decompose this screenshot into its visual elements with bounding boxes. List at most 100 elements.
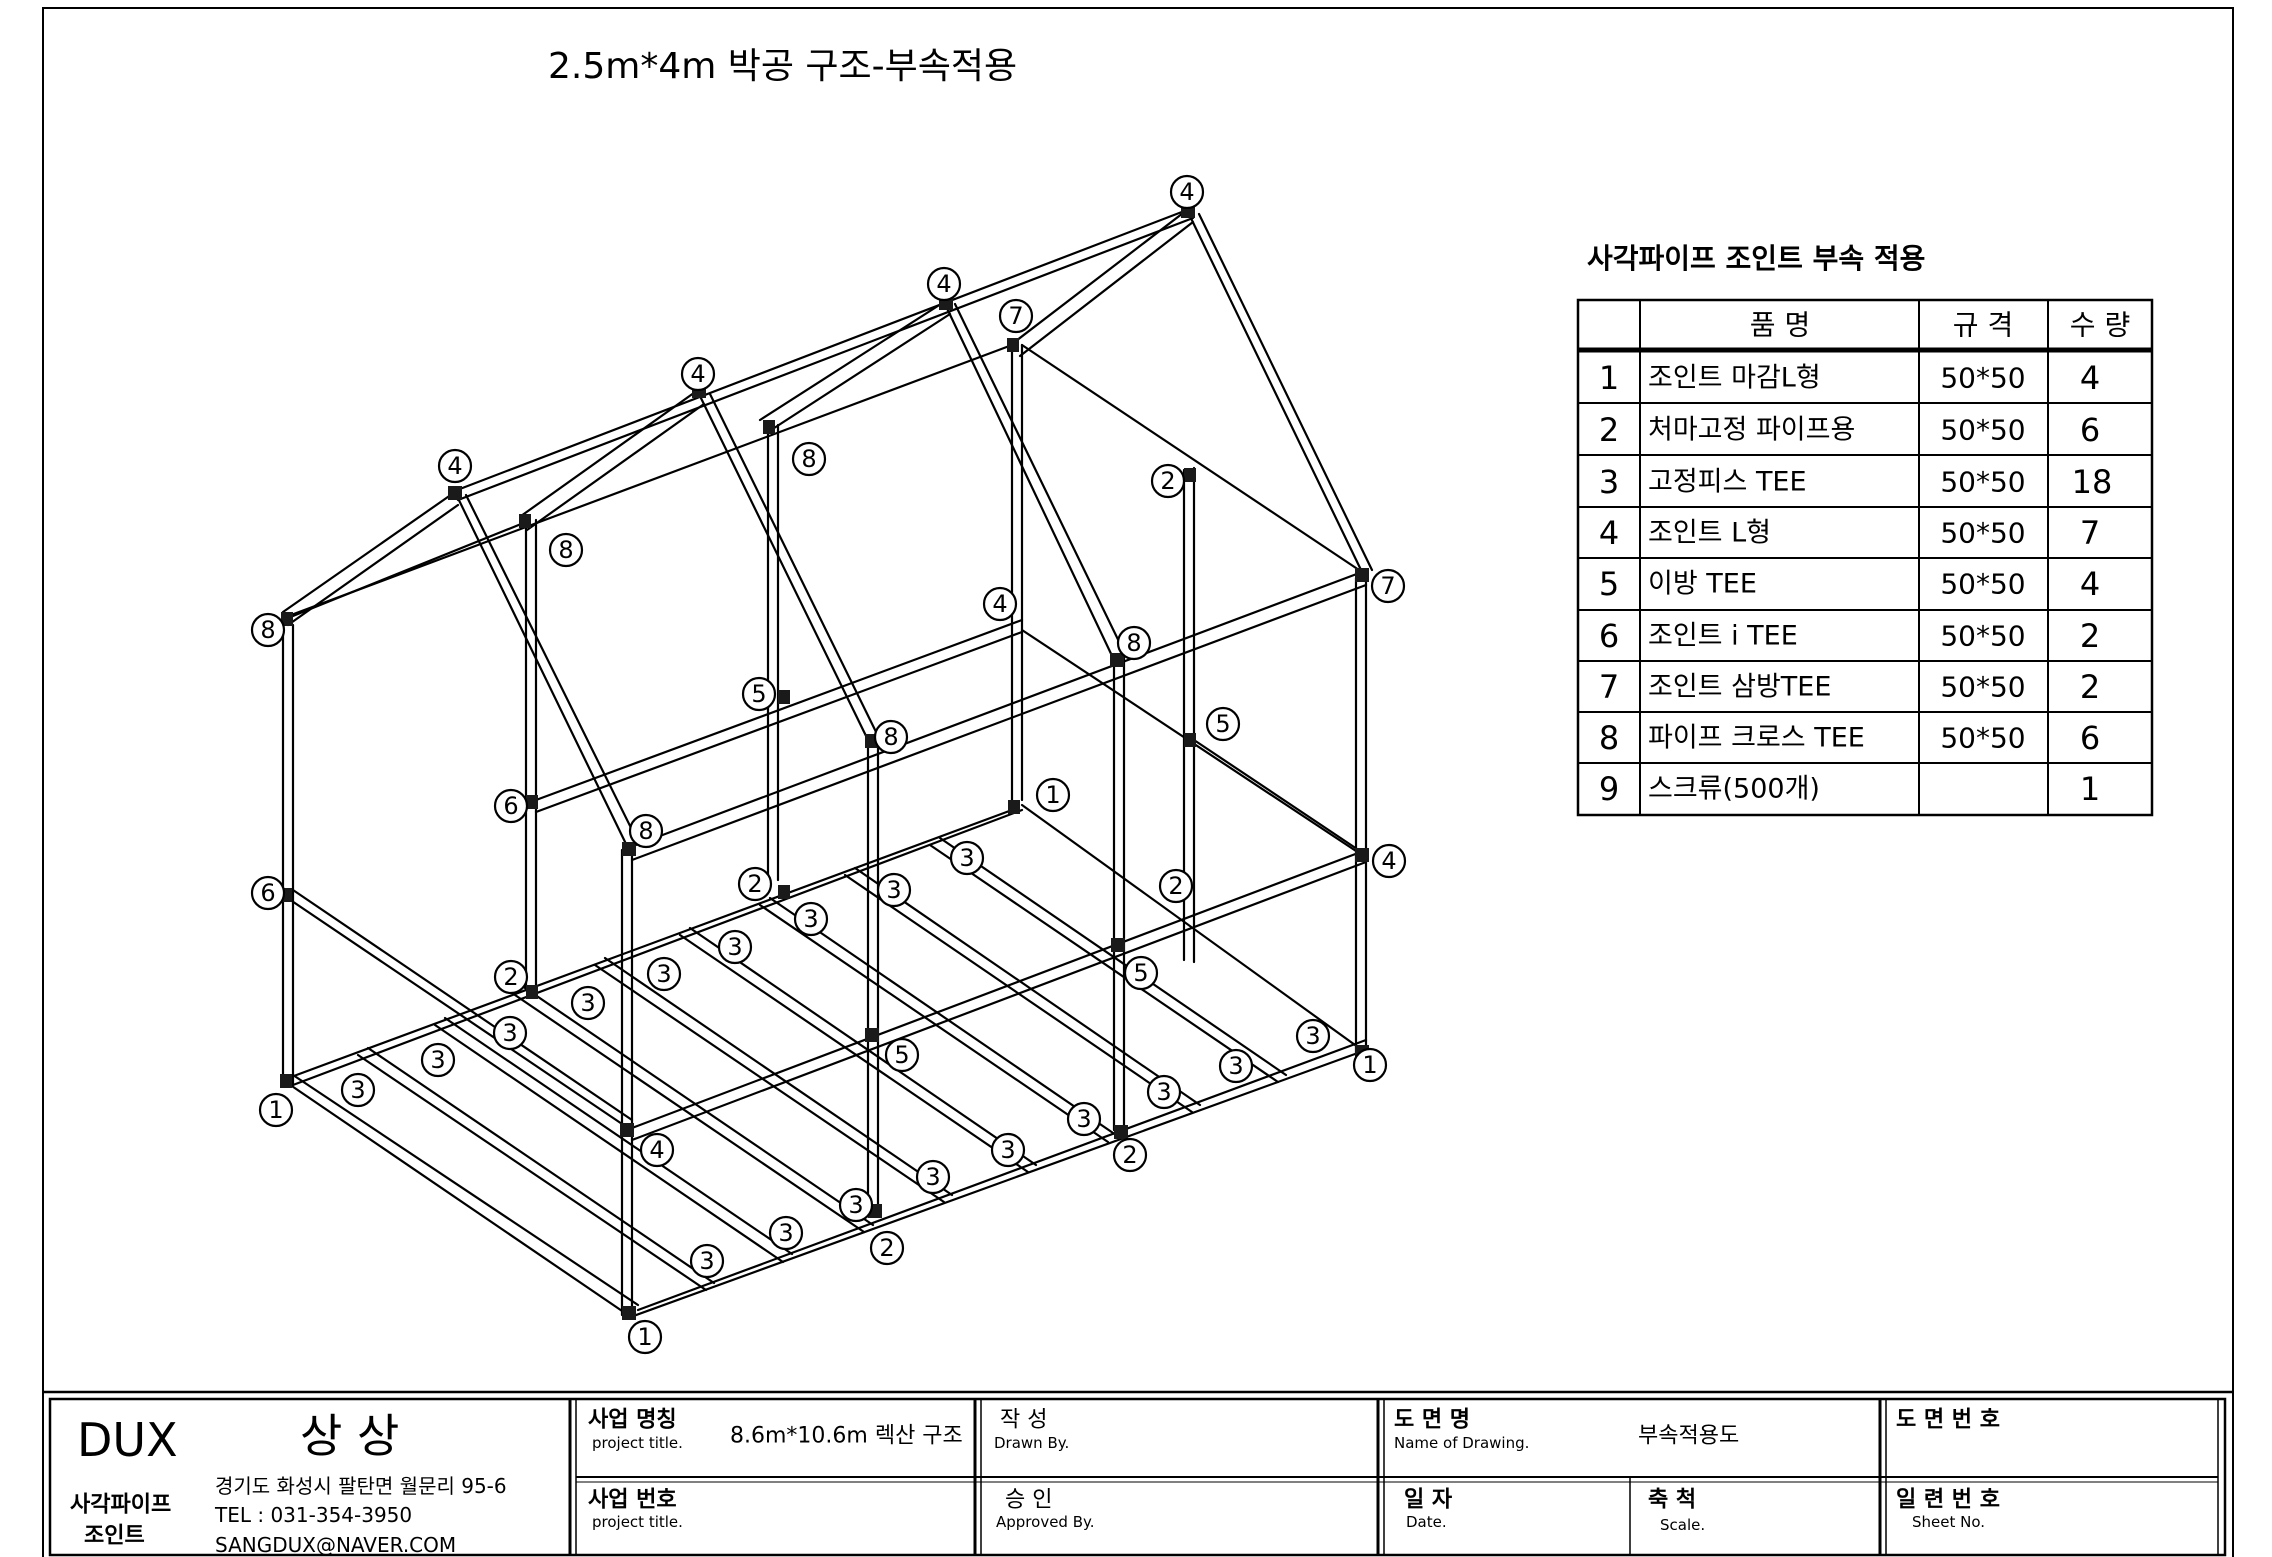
table-row: 6 조인트 i TEE 50*50 2 xyxy=(1599,617,2100,655)
table-row: 3 고정피스 TEE 50*50 18 xyxy=(1599,463,2113,501)
callout-6: 6 xyxy=(493,788,529,824)
callout-6: 6 xyxy=(250,875,286,911)
callout-4: 4 xyxy=(1169,174,1205,210)
callout-1: 1 xyxy=(1352,1047,1388,1083)
callout-3: 3 xyxy=(717,929,753,965)
svg-text:1: 1 xyxy=(2080,770,2100,808)
svg-text:3: 3 xyxy=(959,844,974,872)
callout-3: 3 xyxy=(876,872,912,908)
svg-text:4: 4 xyxy=(2080,359,2100,397)
callout-5: 5 xyxy=(741,676,777,712)
project-name-label: 사업 명칭 xyxy=(588,1408,677,1433)
date-eng: Date. xyxy=(1406,1513,1447,1531)
header-qty: 수 량 xyxy=(2070,309,2130,342)
callout-4: 4 xyxy=(982,586,1018,622)
company-name: DUX xyxy=(77,1413,178,1467)
table-row: 1 조인트 마감L형 50*50 4 xyxy=(1599,359,2100,397)
svg-text:3: 3 xyxy=(350,1076,365,1104)
svg-text:8: 8 xyxy=(801,445,816,473)
callout-3: 3 xyxy=(793,901,829,937)
svg-text:1: 1 xyxy=(1362,1051,1377,1079)
table-row: 4 조인트 L형 50*50 7 xyxy=(1599,514,2100,552)
callout-3: 3 xyxy=(689,1243,725,1279)
svg-text:2: 2 xyxy=(2080,617,2100,655)
svg-text:파이프 크로스 TEE: 파이프 크로스 TEE xyxy=(1648,723,1865,754)
callout-3: 3 xyxy=(492,1015,528,1051)
svg-text:4: 4 xyxy=(1179,178,1194,206)
callout-2: 2 xyxy=(737,866,773,902)
svg-text:2: 2 xyxy=(1122,1141,1137,1169)
svg-text:4: 4 xyxy=(992,590,1007,618)
project-no-label: 사업 번호 xyxy=(588,1488,677,1513)
brand-line1: 사각파이프 xyxy=(70,1493,171,1518)
company-kor: 상 상 xyxy=(300,1409,399,1463)
callout-4: 4 xyxy=(926,266,962,302)
svg-text:50*50: 50*50 xyxy=(1940,722,2025,755)
project-name-value: 8.6m*10.6m 렉산 구조 xyxy=(730,1424,963,1449)
callout-8: 8 xyxy=(791,441,827,477)
table-row: 7 조인트 삼방TEE 50*50 2 xyxy=(1599,668,2100,706)
svg-text:1: 1 xyxy=(268,1096,283,1124)
company-address: 경기도 화성시 팔탄면 월문리 95-6 xyxy=(215,1474,507,1498)
svg-text:스크류(500개): 스크류(500개) xyxy=(1648,774,1820,805)
drawn-eng: Drawn By. xyxy=(994,1434,1069,1452)
callout-1: 1 xyxy=(258,1092,294,1128)
brand-line2: 조인트 xyxy=(84,1524,145,1549)
callout-7: 7 xyxy=(998,298,1034,334)
svg-text:3: 3 xyxy=(656,960,671,988)
svg-text:50*50: 50*50 xyxy=(1940,362,2025,395)
svg-text:3: 3 xyxy=(1228,1052,1243,1080)
svg-text:이방 TEE: 이방 TEE xyxy=(1648,569,1757,600)
svg-text:8: 8 xyxy=(260,616,275,644)
callout-2: 2 xyxy=(869,1230,905,1266)
svg-text:2: 2 xyxy=(1160,467,1175,495)
drawing-name-eng: Name of Drawing. xyxy=(1394,1434,1529,1452)
svg-text:2: 2 xyxy=(503,963,518,991)
svg-text:6: 6 xyxy=(260,879,275,907)
svg-text:6: 6 xyxy=(1599,617,1619,655)
callout-4: 4 xyxy=(639,1132,675,1168)
callout-balloons: 4 4 4 4 7 8 8 8 2 7 4 8 5 8 5 6 8 1 3 4 … xyxy=(250,174,1407,1355)
svg-text:3: 3 xyxy=(1599,463,1619,501)
svg-text:7: 7 xyxy=(2080,514,2100,552)
callout-3: 3 xyxy=(1218,1048,1254,1084)
svg-text:9: 9 xyxy=(1599,770,1619,808)
svg-text:1: 1 xyxy=(1045,781,1060,809)
callout-2: 2 xyxy=(1150,463,1186,499)
svg-text:5: 5 xyxy=(1133,959,1148,987)
callout-4: 4 xyxy=(437,448,473,484)
sheet-no-label: 일 련 번 호 xyxy=(1896,1488,2000,1513)
callout-2: 2 xyxy=(493,959,529,995)
sheet-no-eng: Sheet No. xyxy=(1912,1513,1985,1531)
project-no-eng: project title. xyxy=(592,1513,683,1531)
svg-text:2: 2 xyxy=(2080,668,2100,706)
svg-text:5: 5 xyxy=(751,680,766,708)
svg-text:2: 2 xyxy=(1599,411,1619,449)
project-name-eng: project title. xyxy=(592,1434,683,1452)
svg-text:5: 5 xyxy=(1599,565,1619,603)
drawn-label: 작 성 xyxy=(1000,1408,1047,1433)
drawing-name-label: 도 면 명 xyxy=(1394,1408,1470,1433)
greenhouse-frame-drawing xyxy=(280,204,1374,1320)
header-name: 품 명 xyxy=(1750,309,1810,342)
svg-text:5: 5 xyxy=(894,1041,909,1069)
table-row: 2 처마고정 파이프용 50*50 6 xyxy=(1599,411,2100,449)
callout-3: 3 xyxy=(838,1187,874,1223)
svg-text:조인트 마감L형: 조인트 마감L형 xyxy=(1648,363,1821,394)
svg-text:4: 4 xyxy=(649,1136,664,1164)
date-label: 일 자 xyxy=(1404,1488,1453,1513)
title-block: DUX 상 상 사각파이프 조인트 경기도 화성시 팔탄면 월문리 95-6 T… xyxy=(43,1390,2233,1557)
header-spec: 규 격 xyxy=(1953,309,2013,342)
svg-text:3: 3 xyxy=(1156,1078,1171,1106)
sheet-border xyxy=(42,7,2234,1557)
svg-text:3: 3 xyxy=(803,905,818,933)
svg-text:조인트 삼방TEE: 조인트 삼방TEE xyxy=(1648,672,1831,703)
svg-text:4: 4 xyxy=(1381,847,1396,875)
scale-eng: Scale. xyxy=(1660,1516,1705,1534)
drawing-name-value: 부속적용도 xyxy=(1638,1424,1739,1449)
svg-text:3: 3 xyxy=(580,989,595,1017)
svg-text:처마고정 파이프용: 처마고정 파이프용 xyxy=(1648,415,1855,446)
svg-text:3: 3 xyxy=(886,876,901,904)
svg-text:8: 8 xyxy=(883,723,898,751)
